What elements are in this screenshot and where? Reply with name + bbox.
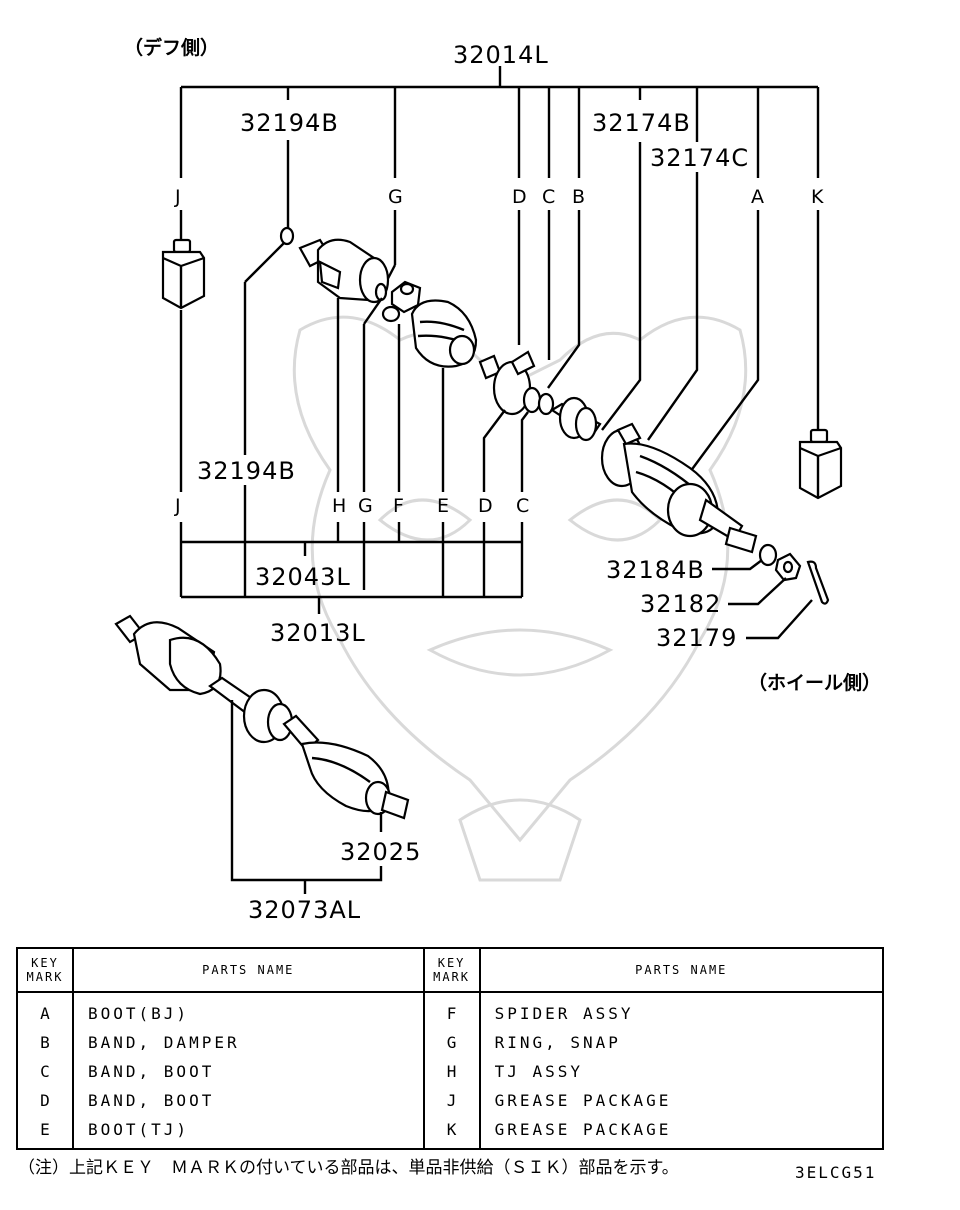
top-leaders: [179, 140, 820, 473]
legend-row: C BAND, BOOT H TJ ASSY: [16, 1057, 885, 1086]
grease-package-K: [798, 428, 843, 500]
part-number-32073AL: 32073AL: [248, 896, 361, 924]
part-number-32194B-top: 32194B: [240, 109, 339, 137]
legend-header-parts-name-left: PARTS NAME: [72, 947, 425, 993]
part-number-32014L: 32014L: [453, 41, 549, 69]
key-G-top: G: [388, 186, 403, 208]
grease-package-J: [161, 238, 206, 310]
legend-part-name: SPIDER ASSY: [478, 992, 885, 1028]
key-D-bottom: D: [478, 495, 493, 517]
nut-32182: [774, 552, 802, 582]
part-number-32013L: 32013L: [270, 619, 366, 647]
key-C-top: C: [542, 186, 555, 208]
lower-leaders: [179, 282, 529, 492]
part-number-32025: 32025: [340, 838, 421, 866]
diagram-code: 3ELCG51: [795, 1163, 877, 1182]
legend-part-name: BOOT(TJ): [72, 1115, 425, 1150]
legend-part-name: BOOT(BJ): [72, 992, 425, 1028]
legend-part-name: BAND, BOOT: [72, 1086, 425, 1115]
wheel-side-label: （ホイール側）: [748, 671, 881, 694]
outer-boot-bj: [600, 422, 758, 554]
legend-mark: A: [16, 992, 74, 1028]
key-J-bottom: J: [174, 495, 181, 517]
key-F-bottom: F: [393, 495, 404, 517]
parts-diagram: （デフ側） （ホイール側） 32014L 32194B 32174B 32174…: [114, 36, 881, 924]
tj-housing: [298, 238, 390, 304]
legend-header-parts-name-right: PARTS NAME: [478, 947, 885, 993]
part-number-32174B: 32174B: [592, 109, 691, 137]
key-D-top: D: [512, 186, 527, 208]
washer-32184B: [758, 543, 778, 567]
legend-part-name: BAND, DAMPER: [72, 1028, 425, 1057]
legend-mark: H: [422, 1057, 481, 1086]
legend-part-name: TJ ASSY: [478, 1057, 885, 1086]
legend-mark: D: [16, 1086, 74, 1115]
legend-row: D BAND, BOOT J GREASE PACKAGE: [16, 1086, 885, 1115]
legend-row: A BOOT(BJ) F SPIDER ASSY: [16, 992, 885, 1028]
key-J-top: J: [174, 186, 181, 208]
legend-part-name: GREASE PACKAGE: [478, 1115, 885, 1150]
complete-shaft-assy: [114, 614, 410, 820]
bracket-32043L-32013L: [179, 485, 524, 614]
key-E-bottom: E: [437, 495, 449, 517]
legend-mark: C: [16, 1057, 74, 1086]
legend-part-name: BAND, BOOT: [72, 1057, 425, 1086]
part-number-32182: 32182: [640, 590, 721, 618]
legend-mark: B: [16, 1028, 74, 1057]
legend-part-name: RING, SNAP: [478, 1028, 885, 1057]
cotter-pin-32179: [806, 560, 830, 605]
legend-row: B BAND, DAMPER G RING, SNAP: [16, 1028, 885, 1057]
spider-assy: [381, 280, 422, 323]
key-K-top: K: [811, 186, 824, 208]
part-number-32174C: 32174C: [650, 144, 749, 172]
bracket-32014L: [179, 66, 820, 178]
key-C-bottom: C: [516, 495, 529, 517]
legend-part-name: GREASE PACKAGE: [478, 1086, 885, 1115]
legend-row: E BOOT(TJ) K GREASE PACKAGE: [16, 1115, 885, 1150]
key-G-bottom: G: [358, 495, 373, 517]
damper: [558, 396, 598, 442]
part-number-32179: 32179: [656, 624, 737, 652]
legend-mark: F: [422, 992, 481, 1028]
legend-mark: G: [422, 1028, 481, 1057]
o-ring-32194B: [279, 226, 295, 246]
part-number-32043L: 32043L: [255, 563, 351, 591]
part-number-32194B-mid: 32194B: [197, 457, 296, 485]
key-H-bottom: H: [332, 495, 346, 517]
key-A-top: A: [751, 186, 764, 208]
footnote: （注）上記ＫＥＹ ＭＡＲＫの付いている部品は、単品非供給（ＳＩＫ）部品を示す。: [18, 1158, 679, 1178]
legend-mark: E: [16, 1115, 74, 1150]
diff-side-label: （デフ側）: [124, 36, 219, 59]
tj-boot: [410, 299, 478, 368]
bracket-32073AL: [230, 700, 383, 894]
part-number-32184B: 32184B: [606, 556, 705, 584]
legend-mark: J: [422, 1086, 481, 1115]
key-B-top: B: [572, 186, 585, 208]
legend-mark: K: [422, 1115, 481, 1150]
